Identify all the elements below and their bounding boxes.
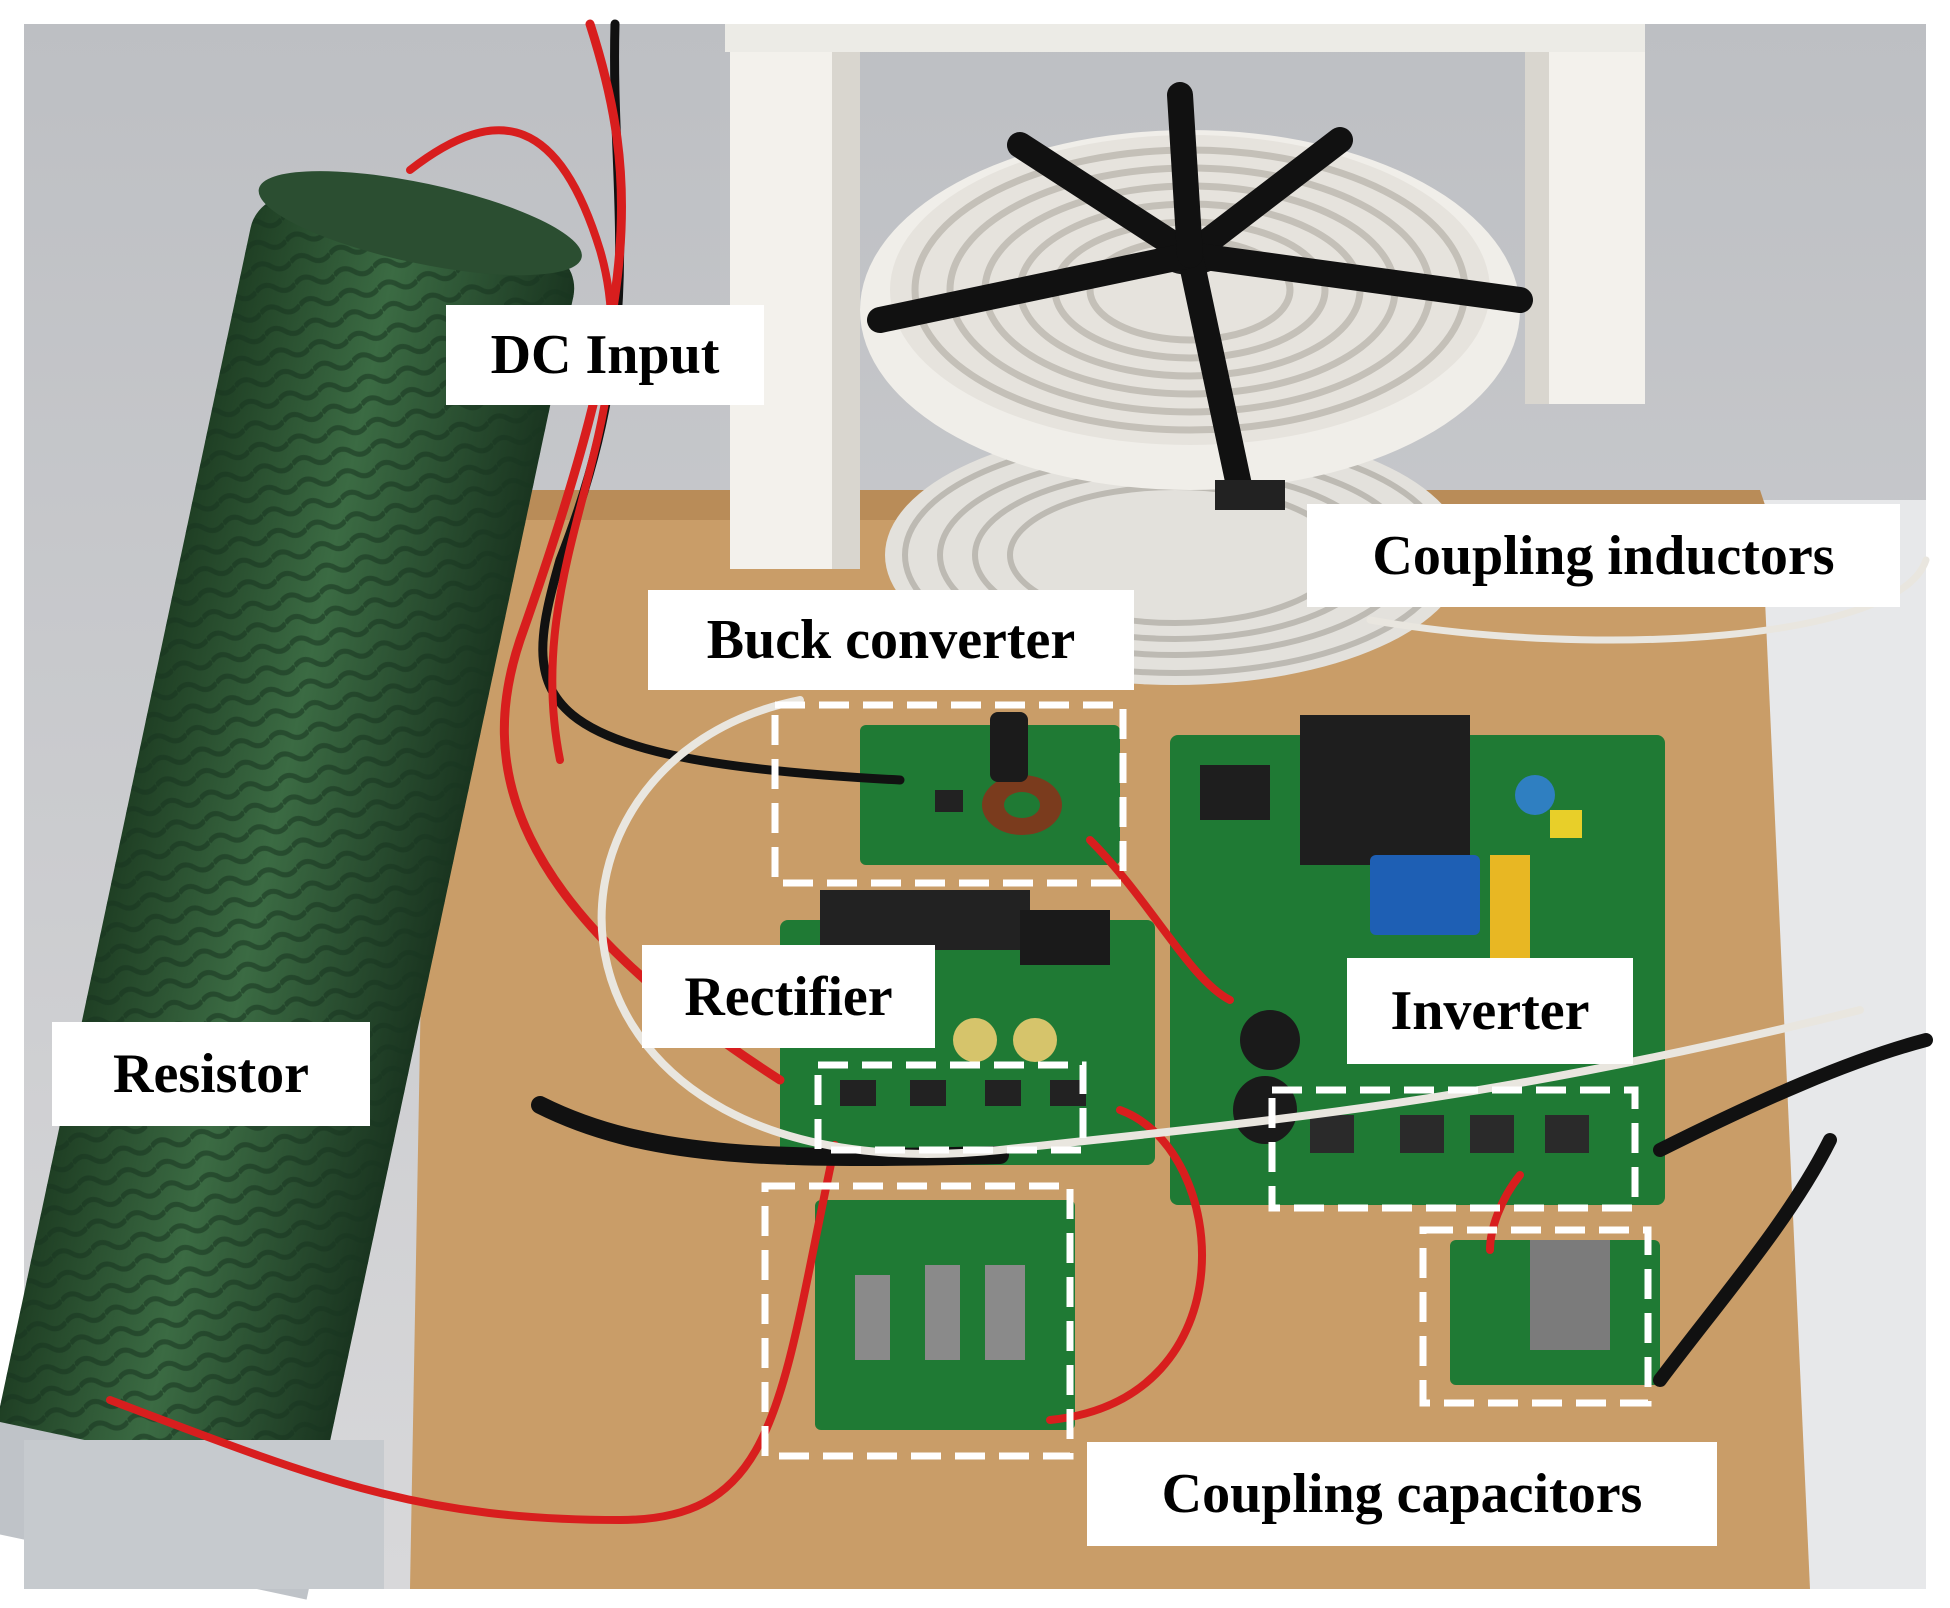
wires <box>106 19 1933 1525</box>
coupling-capacitor-board-right <box>1450 1240 1660 1385</box>
coupling-capacitor-box-left <box>761 1182 1074 1460</box>
label-coupling-capacitors: Coupling capacitors <box>1087 1442 1717 1546</box>
label-coupling-inductors: Coupling inductors <box>1307 504 1900 607</box>
coupling-capacitor-box-right <box>1419 1226 1652 1407</box>
buck-converter-board <box>860 712 1120 865</box>
coupling-capacitor-board-left <box>815 1200 1075 1430</box>
inverter-box <box>1268 1086 1639 1212</box>
resistor-end-cap <box>24 1440 384 1589</box>
label-inverter: Inverter <box>1347 958 1633 1064</box>
label-dc-input: DC Input <box>446 305 764 405</box>
label-buck-converter: Buck converter <box>648 590 1134 690</box>
rectifier-box <box>814 1061 1087 1154</box>
dashed-annotation-boxes <box>761 701 1652 1460</box>
label-resistor: Resistor <box>52 1022 370 1126</box>
label-rectifier: Rectifier <box>642 945 935 1048</box>
